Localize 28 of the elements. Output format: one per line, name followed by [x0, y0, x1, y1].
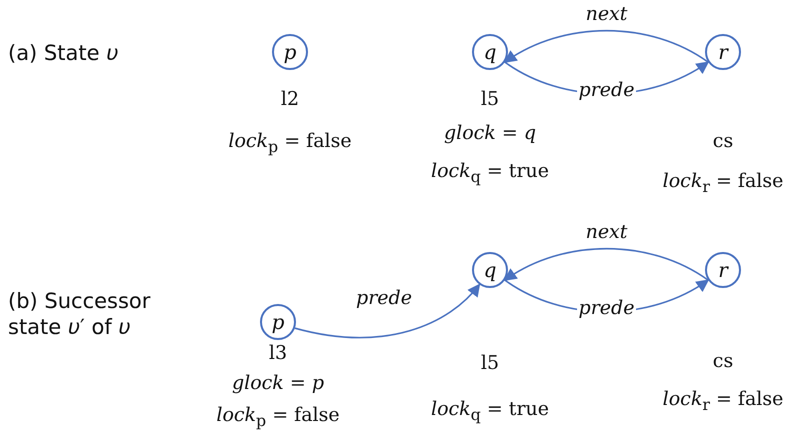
panel-label: (b) Successor state υ′ of υ: [8, 288, 152, 340]
program-location: l5: [480, 87, 500, 112]
state-circle: p: [260, 304, 296, 340]
state-circle: q: [472, 252, 508, 288]
variable-assignment: lock$_{r}$ = false: [662, 387, 784, 416]
variable-assignment: glock = q: [444, 121, 536, 146]
edge-label: prede: [576, 79, 636, 101]
variable-assignment: glock = p: [232, 371, 324, 396]
arrow: [504, 248, 709, 281]
edge-label: prede: [354, 287, 414, 309]
edge-label: prede: [576, 297, 636, 319]
panel-label: (a) State υ: [8, 40, 118, 66]
state-circle: r: [705, 252, 741, 288]
variable-assignment: lock$_{q}$ = true: [431, 159, 549, 188]
program-location: cs: [712, 129, 734, 154]
program-location: cs: [712, 349, 734, 374]
variable-assignment: lock$_{p}$ = false: [228, 129, 352, 158]
arrow: [504, 30, 709, 63]
program-location: l5: [480, 351, 500, 376]
variable-assignment: lock$_{r}$ = false: [662, 169, 784, 198]
variable-assignment: lock$_{p}$ = false: [216, 403, 340, 432]
program-location: l3: [268, 341, 288, 366]
program-location: l2: [280, 87, 300, 112]
variable-assignment: lock$_{q}$ = true: [431, 397, 549, 426]
state-circle: q: [472, 34, 508, 70]
state-circle: p: [272, 34, 308, 70]
arrow: [294, 284, 480, 338]
state-circle: r: [705, 34, 741, 70]
